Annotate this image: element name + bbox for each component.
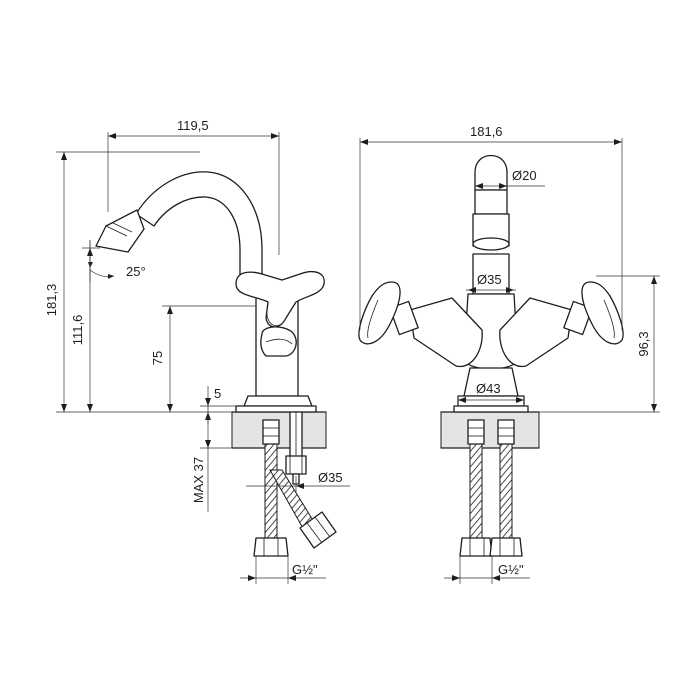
total-height-label: 181,3 (44, 284, 59, 317)
lever-handle (235, 270, 325, 357)
side-hoses (253, 419, 337, 557)
side-thread-label: G½" (292, 562, 318, 577)
right-handle (581, 281, 624, 345)
hole-diameter-label: Ø35 (318, 470, 343, 485)
front-counter-top (440, 411, 540, 449)
angle-label: 25° (126, 264, 146, 279)
spout-height-label: 111,6 (70, 315, 85, 346)
front-thread-label: G½" (498, 562, 524, 577)
flange-label: 5 (214, 386, 221, 401)
body-height-label: 75 (150, 351, 165, 365)
max-counter-label: MAX 37 (191, 457, 206, 503)
side-labels: 119,5 181,3 111,6 75 5 MAX 37 Ø35 G½" 25… (44, 118, 343, 577)
side-dimensions (56, 132, 350, 584)
front-hoses (459, 419, 523, 557)
front-spout (472, 155, 510, 295)
spout (95, 171, 263, 293)
base-diameter-label: Ø43 (476, 381, 501, 396)
aerator (95, 209, 145, 253)
front-labels: 181,6 Ø20 Ø35 Ø43 96,3 G½" (470, 124, 651, 577)
side-view: 119,5 181,3 111,6 75 5 MAX 37 Ø35 G½" 25… (44, 118, 350, 584)
aerator-diameter-label: Ø20 (512, 168, 537, 183)
front-body (389, 293, 593, 413)
left-handle (358, 281, 401, 345)
spout-reach-label: 119,5 (177, 118, 209, 133)
neck-diameter-label: Ø35 (477, 272, 502, 287)
front-dimensions (359, 138, 660, 584)
handle-height-label: 96,3 (636, 331, 651, 356)
front-view: 181,6 Ø20 Ø35 Ø43 96,3 G½" (358, 124, 660, 584)
overall-width-label: 181,6 (470, 124, 503, 139)
